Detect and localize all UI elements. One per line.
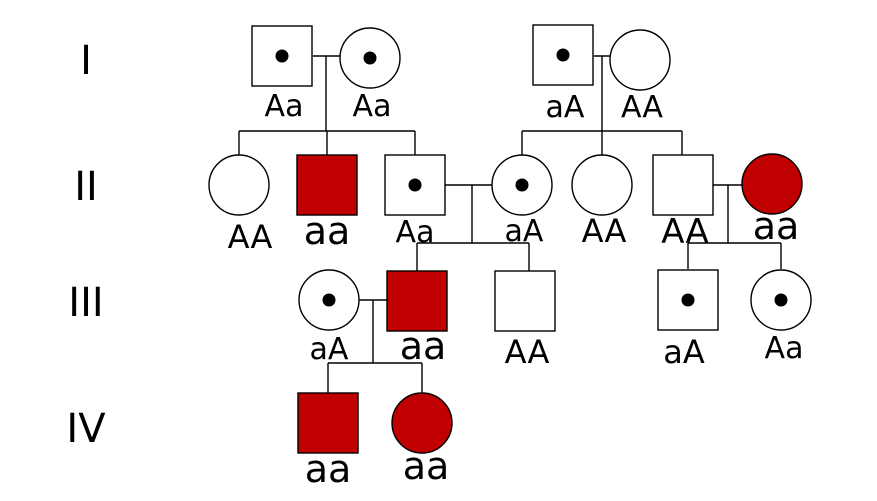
individual-iii1: aA (298, 269, 360, 367)
generation-label-1: I (80, 38, 92, 84)
individual-i2: Aa (339, 27, 401, 124)
genotype-label-ii1: AA (228, 218, 273, 256)
individual-i4: AA (609, 29, 671, 125)
individual-iv2: aa (391, 392, 453, 488)
generation-label-2: II (74, 164, 98, 210)
female-circle-iv2 (391, 392, 453, 454)
individual-i3: aA (532, 24, 594, 125)
connection-lines (238, 55, 782, 393)
genotype-label-iii5: Aa (765, 331, 804, 366)
individual-ii2: aa (296, 154, 358, 253)
generation-label-4: IV (66, 406, 106, 452)
individual-i1: Aa (251, 25, 313, 124)
carrier-dot-ii4 (515, 178, 529, 192)
carrier-dot-i3 (556, 48, 570, 62)
individual-iii4: aA (657, 269, 719, 371)
individual-iv1: aa (297, 392, 359, 491)
individual-iii5: Aa (750, 269, 812, 366)
male-square-iii2 (386, 270, 448, 332)
individual-ii4: aA (491, 154, 553, 249)
female-circle-ii5 (571, 154, 633, 216)
genotype-label-iv2: aa (403, 444, 450, 488)
female-circle-ii1 (208, 154, 270, 216)
genotype-label-ii5: AA (582, 212, 627, 250)
genotype-label-iii2: aa (400, 324, 447, 368)
generation-label-3: III (68, 280, 103, 326)
individual-ii5: AA (571, 154, 633, 250)
genotype-label-i3: aA (546, 90, 585, 125)
individual-iii2: aa (386, 270, 448, 368)
carrier-dot-i1 (275, 49, 289, 63)
individual-ii3: Aa (384, 154, 446, 250)
genotype-label-i1: Aa (265, 89, 304, 124)
genotype-label-i4: AA (621, 90, 663, 125)
carrier-dot-iii1 (322, 293, 336, 307)
genotype-label-iv1: aa (305, 447, 352, 491)
male-square-ii6 (652, 154, 714, 216)
male-square-iii3 (494, 270, 556, 332)
genotype-label-ii7: aa (753, 204, 800, 248)
carrier-dot-iii4 (681, 293, 695, 307)
female-circle-i4 (609, 29, 671, 91)
male-square-ii2 (296, 154, 358, 216)
genotype-label-iii3: AA (505, 333, 550, 371)
individual-ii7: aa (741, 153, 803, 248)
genotype-label-iii4: aA (663, 333, 705, 371)
genotype-label-iii1: aA (310, 332, 349, 367)
genotype-label-ii6: AA (661, 212, 708, 252)
female-circle-ii7 (741, 153, 803, 215)
individual-ii1: AA (208, 154, 273, 256)
male-square-iv1 (297, 392, 359, 454)
carrier-dot-i2 (363, 51, 377, 65)
individual-ii6: AA (652, 154, 714, 252)
individual-iii3: AA (494, 270, 556, 371)
carrier-dot-iii5 (774, 293, 788, 307)
carrier-dot-ii3 (408, 178, 422, 192)
genotype-label-ii3: Aa (396, 215, 435, 250)
genotype-label-i2: Aa (353, 89, 392, 124)
genotype-label-ii4: aA (505, 214, 544, 249)
genotype-label-ii2: aa (304, 209, 351, 253)
